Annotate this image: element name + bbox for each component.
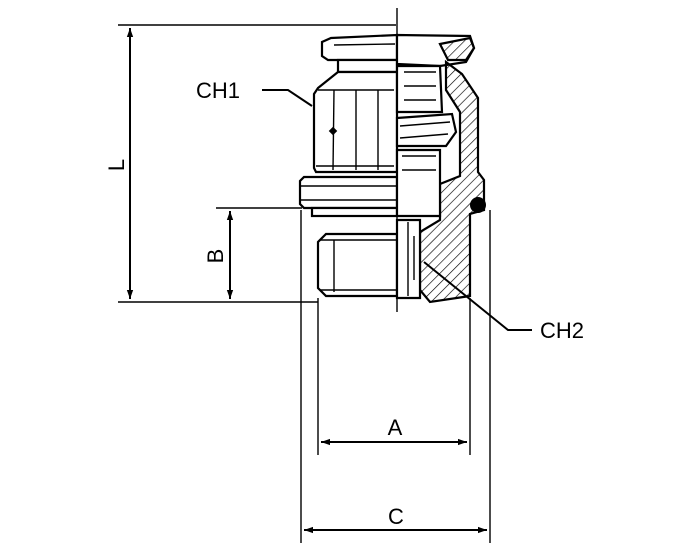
label-ch1: CH1 [196, 78, 240, 103]
label-c: C [388, 504, 404, 529]
thread-shank [316, 232, 399, 298]
dimension-l: L [104, 24, 396, 303]
dimension-b: B [203, 207, 302, 299]
undercut [310, 206, 399, 218]
callout-ch1: CH1 [196, 78, 313, 107]
callout-ch2: CH2 [423, 261, 584, 343]
o-ring [470, 197, 486, 213]
collar [298, 175, 399, 210]
collet-cap [320, 33, 399, 62]
body-section [418, 59, 486, 304]
dimension-c: C [300, 210, 491, 543]
label-b: B [203, 249, 228, 264]
label-l: L [104, 159, 129, 171]
fitting-section-view [395, 33, 486, 304]
dimension-a: A [317, 298, 471, 455]
label-ch2: CH2 [540, 318, 584, 343]
fitting-exterior-view [298, 33, 399, 298]
label-a: A [388, 415, 403, 440]
collet-stem [336, 58, 399, 74]
